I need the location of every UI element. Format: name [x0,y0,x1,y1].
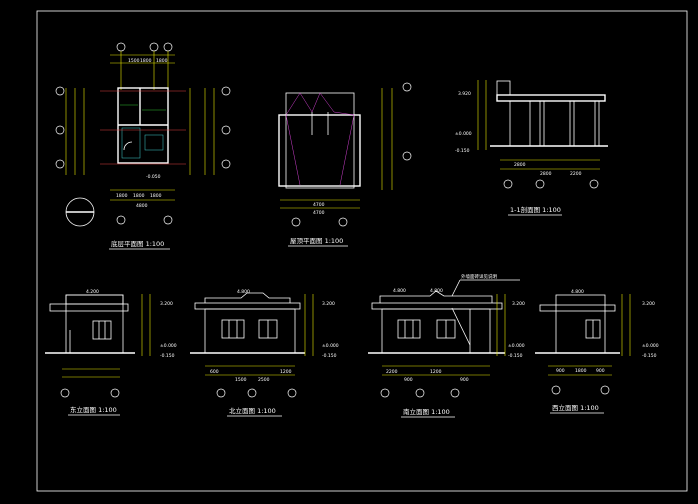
dim-text: 900 [556,368,565,374]
view-title-south: 南立面图 1:100 [403,407,450,416]
axis-bubble-c-right [221,125,231,135]
axis-bubble-3-roof [338,217,348,227]
axis-bubble-south-3 [380,388,390,398]
elevation-mark: ±0.000 [322,343,339,349]
axis-bubble-a-roof [402,151,412,161]
drawing-border [36,10,688,492]
elevation-mark: ±0.000 [508,343,525,349]
elevation-mark: ±0.000 [455,131,472,137]
axis-bubble-section-1 [503,179,513,189]
axis-bubble-section-3 [589,179,599,189]
south-roofline [379,290,493,303]
section-1-1: 3.920 ±0.000 -0.150 2800 2800 2200 1-1剖面… [455,80,608,216]
axis-bubble-d-right [221,86,231,96]
elevation-mark: -0.150 [642,353,657,359]
elevation-mark: 3.200 [160,301,173,307]
dim-text: 1800 [575,368,587,374]
view-title-north: 北立面图 1:100 [229,406,276,415]
dim-text: 2800 [514,162,526,168]
annotation-note: 外墙面砖详见说明 [461,273,497,280]
east-elevation: 4.200 3.200 ±0.000 -0.150 东立面图 1:100 [45,289,177,416]
axis-bubble-d-roof [402,82,412,92]
north-roofline [204,292,291,303]
axis-bubble-east-d [60,388,70,398]
elevation-mark: 4.800 [571,289,584,295]
elevation-mark: -0.150 [160,353,175,359]
dim-text: 1500 [235,377,247,383]
view-title-east: 东立面图 1:100 [70,405,117,414]
elevation-mark: ±0.000 [642,343,659,349]
dim-text: 1800 [150,193,162,199]
elevation-mark: 4.800 [430,288,443,294]
elevation-mark: 3.200 [642,301,655,307]
elevation-mark: -0.050 [146,174,161,180]
elevation-mark: 4.200 [86,289,99,295]
dim-text: 1200 [430,369,442,375]
west-elevation: 4.800 3.200 ±0.000 -0.150 900 1800 900 西… [535,289,659,414]
dim-text: 1500 [128,58,140,64]
axis-bubble-1-bottom [116,215,126,225]
axis-bubble-north-2 [247,388,257,398]
elevation-mark: 4.800 [237,289,250,295]
roof-plan: 4700 4700 屋顶平面图 1:100 [278,82,412,247]
elevation-mark: 4.800 [393,288,406,294]
elevation-mark: -0.150 [455,148,470,154]
axis-bubble-2 [149,42,159,52]
elevation-mark: ±0.000 [160,343,177,349]
axis-bubble-south-1 [450,388,460,398]
dim-text: 1800 [133,193,145,199]
roof-outline [278,114,361,187]
axis-bubble-a [55,159,65,169]
dim-text: 4700 [313,210,325,216]
axis-bubble-west-d [600,385,610,395]
axis-bubble-d [55,86,65,96]
elevation-mark: 3.200 [512,301,525,307]
south-elevation: 外墙面砖详见说明 4.800 4.800 3.200 ±0.000 -0.150… [368,273,525,418]
axis-bubble-a-right [221,159,231,169]
dim-text: 2800 [540,171,552,177]
dim-text: 900 [404,377,413,383]
axis-bubble-west-a [551,385,561,395]
south-window-1 [397,319,421,339]
west-wall [555,294,606,354]
dim-text: 600 [210,369,219,375]
elevation-mark: 3.200 [322,301,335,307]
dim-text: 900 [596,368,605,374]
axis-bubble-3 [163,42,173,52]
axis-bubble-1-roof [291,217,301,227]
dim-text: 1800 [156,58,168,64]
dim-text: 4700 [313,202,325,208]
dim-text: 1800 [140,58,152,64]
elevation-mark: -0.150 [322,353,337,359]
ground-floor-plan: 1500 1800 1800 1800 1800 1800 4 [55,42,231,250]
dim-total-text: 4800 [136,203,148,209]
north-wall [204,308,296,354]
north-window-1 [221,319,245,339]
axis-bubble-north-1 [216,388,226,398]
view-title-section: 1-1剖面图 1:100 [510,205,561,214]
view-title-roof: 屋顶平面图 1:100 [290,237,343,245]
north-elevation: 4.800 3.200 ±0.000 -0.150 600 1500 2500 … [190,289,339,417]
axis-bubble-c [55,125,65,135]
dim-text: 1800 [116,193,128,199]
axis-bubble-south-2 [415,388,425,398]
dim-text: 2200 [386,369,398,375]
axis-bubble-section-2 [535,179,545,189]
axis-bubble-3-bottom [163,215,173,225]
dim-text: 2200 [570,171,582,177]
elevation-mark: -0.150 [508,353,523,359]
axis-bubble-1 [116,42,126,52]
view-title-plan: 底层平面图 1:100 [111,239,164,248]
dim-text: 1200 [280,369,292,375]
elevation-mark: 3.920 [458,91,471,97]
dim-text: 900 [460,377,469,383]
axis-bubble-north-3 [287,388,297,398]
axis-bubble-east-a [110,388,120,398]
view-title-west: 西立面图 1:100 [552,403,599,412]
dim-text: 2500 [258,377,270,383]
east-window [92,320,112,340]
